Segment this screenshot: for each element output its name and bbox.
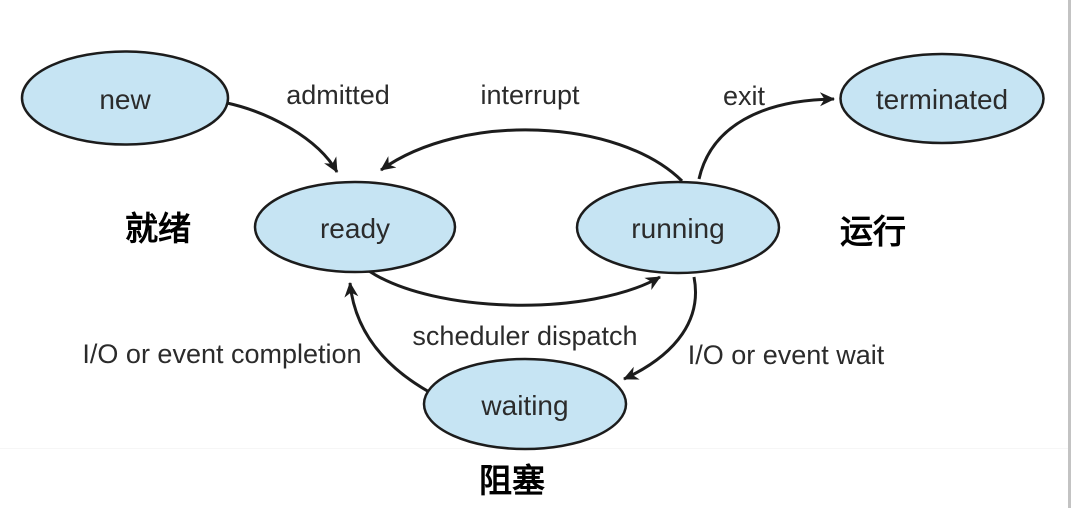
edge-exit-arrow bbox=[697, 92, 835, 180]
state-waiting-label: waiting bbox=[480, 390, 568, 421]
edge-io-wait-label: I/O or event wait bbox=[688, 340, 885, 370]
edge-admitted-arrow bbox=[226, 101, 339, 173]
annotation-running-cn: 运行 bbox=[840, 213, 906, 250]
state-ready-ellipse bbox=[253, 180, 457, 274]
edge-scheduler-dispatch-arrow bbox=[368, 269, 661, 307]
annotation-ready-cn: 就绪 bbox=[125, 210, 191, 247]
state-running-label: running bbox=[631, 213, 724, 244]
state-new-label: new bbox=[99, 84, 151, 115]
edge-scheduler-dispatch-label: scheduler dispatch bbox=[412, 321, 637, 351]
edge-io-wait-arrow bbox=[623, 276, 697, 381]
edge-io-completion-arrow bbox=[344, 282, 432, 395]
edge-interrupt-arrow bbox=[380, 128, 684, 183]
state-terminated-label: terminated bbox=[876, 84, 1008, 115]
edge-io-completion-label: I/O or event completion bbox=[82, 339, 361, 369]
state-running-ellipse bbox=[575, 180, 781, 275]
annotation-waiting-cn: 阻塞 bbox=[479, 462, 545, 499]
edge-exit-label: exit bbox=[723, 81, 766, 111]
state-waiting-ellipse bbox=[422, 357, 628, 451]
state-terminated-ellipse bbox=[839, 52, 1045, 145]
page-edge-line bbox=[1068, 0, 1071, 508]
edge-admitted-label: admitted bbox=[286, 80, 390, 110]
state-new-ellipse bbox=[20, 50, 230, 146]
edge-interrupt-label: interrupt bbox=[480, 80, 580, 110]
state-ready-label: ready bbox=[320, 213, 390, 244]
